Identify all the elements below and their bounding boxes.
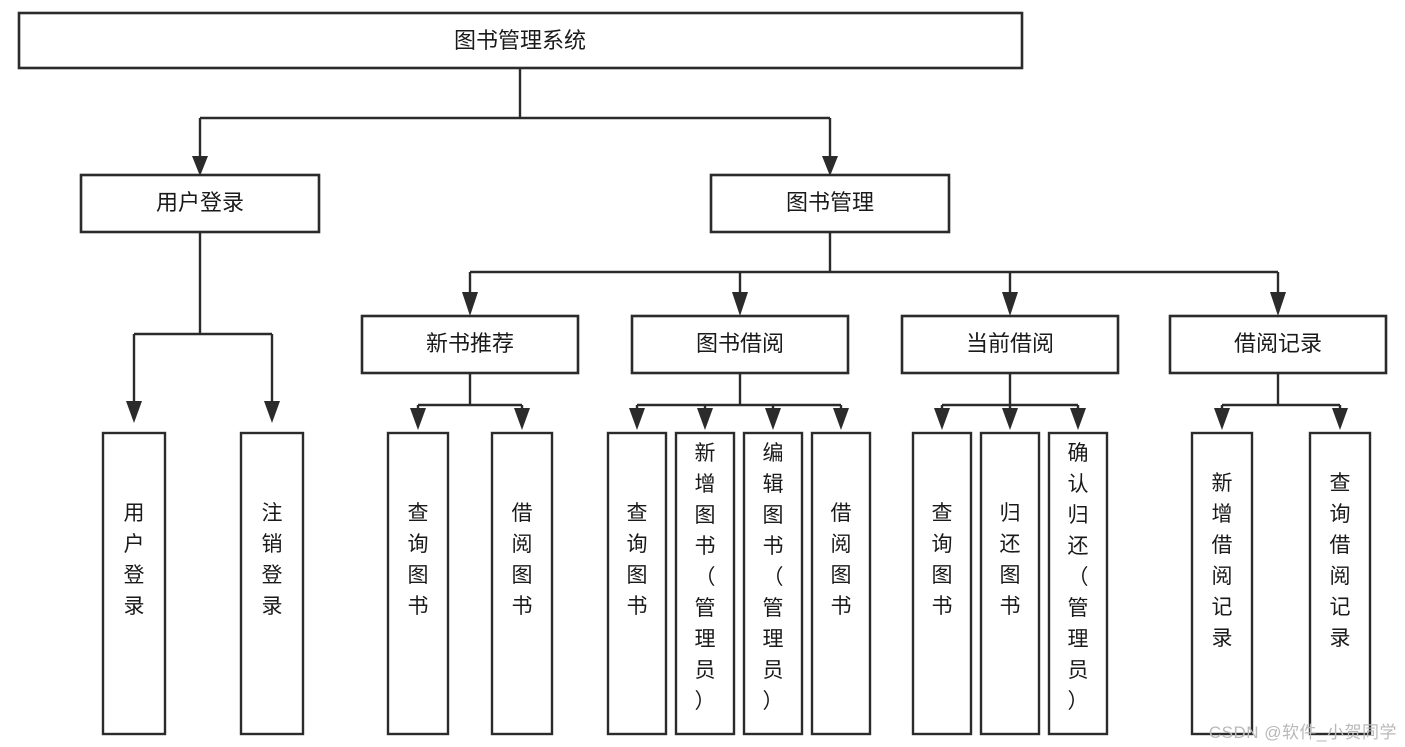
node-book-borrow[interactable]: 图书借阅	[630, 314, 850, 375]
node-leaf-query-book-1[interactable]: 查询图书	[386, 431, 450, 736]
node-book-borrow-box[interactable]	[630, 314, 850, 375]
node-leaf-borrow-book-2[interactable]: 借阅图书	[810, 431, 872, 736]
arrowhead-book-borrow	[732, 292, 748, 316]
node-current-borrow-label: 当前借阅	[966, 331, 1054, 356]
node-leaf-query-record-label: 查询借阅记录	[1330, 472, 1351, 650]
node-book-manage-box[interactable]	[709, 173, 951, 234]
node-leaf-query-book-1-label: 查询图书	[408, 502, 429, 618]
node-leaf-logout-login-label: 注销登录	[262, 502, 283, 618]
arrowhead-leaf-logout-login	[264, 401, 280, 423]
node-root-box[interactable]	[17, 11, 1024, 70]
node-leaf-query-book-3-label: 查询图书	[932, 502, 953, 618]
arrowhead-leaf-edit-book	[765, 408, 781, 430]
node-leaf-borrow-book-2-label: 借阅图书	[831, 502, 852, 618]
node-leaf-edit-book-box[interactable]	[742, 431, 804, 736]
node-leaf-query-book-2-label: 查询图书	[627, 502, 648, 618]
arrowhead-user-login	[192, 156, 208, 176]
node-book-borrow-label: 图书借阅	[696, 331, 784, 356]
arrowhead-leaf-user-login	[126, 401, 142, 423]
node-leaf-query-book-1-box[interactable]	[386, 431, 450, 736]
node-leaf-query-book-2[interactable]: 查询图书	[606, 431, 668, 736]
node-leaf-query-book-3-box[interactable]	[911, 431, 973, 736]
node-leaf-return-book-box[interactable]	[979, 431, 1041, 736]
arrowhead-leaf-borrow-book-2	[833, 408, 849, 430]
node-leaf-confirm-return[interactable]: 确认归还（管理员）	[1047, 431, 1109, 736]
arrowhead-leaf-return-book	[1002, 408, 1018, 430]
node-leaf-query-record-box[interactable]	[1308, 431, 1372, 736]
node-leaf-edit-book[interactable]: 编辑图书（管理员）	[742, 431, 804, 736]
node-book-manage[interactable]: 图书管理	[709, 173, 951, 234]
node-leaf-logout-login[interactable]: 注销登录	[239, 431, 305, 736]
arrowhead-leaf-borrow-book-1	[514, 408, 530, 430]
node-leaf-user-login-label: 用户登录	[124, 502, 145, 618]
node-leaf-user-login[interactable]: 用户登录	[101, 431, 167, 736]
node-leaf-confirm-return-box[interactable]	[1047, 431, 1109, 736]
node-leaf-add-record-box[interactable]	[1190, 431, 1254, 736]
node-new-book-rec-label: 新书推荐	[426, 331, 514, 356]
arrowhead-leaf-query-book-2	[629, 408, 645, 430]
node-leaf-edit-book-label: 编辑图书（管理员）	[763, 442, 784, 713]
node-leaf-add-record[interactable]: 新增借阅记录	[1190, 431, 1254, 736]
arrowhead-leaf-confirm-return	[1070, 408, 1086, 430]
node-leaf-borrow-book-1-label: 借阅图书	[512, 502, 533, 618]
node-borrow-record-box[interactable]	[1168, 314, 1388, 375]
arrowhead-current-borrow	[1002, 292, 1018, 316]
node-new-book-rec[interactable]: 新书推荐	[360, 314, 580, 375]
arrowhead-leaf-add-record	[1214, 408, 1230, 430]
arrowhead-leaf-query-book-1	[410, 408, 426, 430]
node-borrow-record-label: 借阅记录	[1234, 331, 1322, 356]
node-book-manage-label: 图书管理	[786, 190, 874, 215]
arrowhead-leaf-query-book-3	[934, 408, 950, 430]
arrowhead-leaf-query-record	[1332, 408, 1348, 430]
node-leaf-query-book-2-box[interactable]	[606, 431, 668, 736]
arrowhead-leaf-add-book	[697, 408, 713, 430]
node-root-label: 图书管理系统	[454, 28, 586, 53]
arrowhead-borrow-record	[1270, 292, 1286, 316]
node-current-borrow[interactable]: 当前借阅	[900, 314, 1120, 375]
node-leaf-user-login-box[interactable]	[101, 431, 167, 736]
arrowhead-book-manage	[822, 156, 838, 176]
node-leaf-add-book-box[interactable]	[674, 431, 736, 736]
arrowhead-new-book-rec	[462, 292, 478, 316]
node-root[interactable]: 图书管理系统	[17, 11, 1024, 70]
node-leaf-borrow-book-1[interactable]: 借阅图书	[490, 431, 554, 736]
node-leaf-confirm-return-label: 确认归还（管理员）	[1068, 442, 1089, 713]
node-leaf-query-book-3[interactable]: 查询图书	[911, 431, 973, 736]
node-user-login-box[interactable]	[79, 173, 321, 234]
node-leaf-add-book-label: 新增图书（管理员）	[695, 442, 716, 713]
node-leaf-logout-login-box[interactable]	[239, 431, 305, 736]
node-borrow-record[interactable]: 借阅记录	[1168, 314, 1388, 375]
node-leaf-query-record[interactable]: 查询借阅记录	[1308, 431, 1372, 736]
node-user-login-label: 用户登录	[156, 190, 244, 215]
node-leaf-add-record-label: 新增借阅记录	[1212, 472, 1233, 650]
node-current-borrow-box[interactable]	[900, 314, 1120, 375]
node-leaf-borrow-book-2-box[interactable]	[810, 431, 872, 736]
node-leaf-borrow-book-1-box[interactable]	[490, 431, 554, 736]
node-user-login[interactable]: 用户登录	[79, 173, 321, 234]
node-leaf-return-book[interactable]: 归还图书	[979, 431, 1041, 736]
node-leaf-add-book[interactable]: 新增图书（管理员）	[674, 431, 736, 736]
node-new-book-rec-box[interactable]	[360, 314, 580, 375]
node-leaf-return-book-label: 归还图书	[1000, 502, 1021, 618]
connector-layer	[126, 68, 1348, 430]
